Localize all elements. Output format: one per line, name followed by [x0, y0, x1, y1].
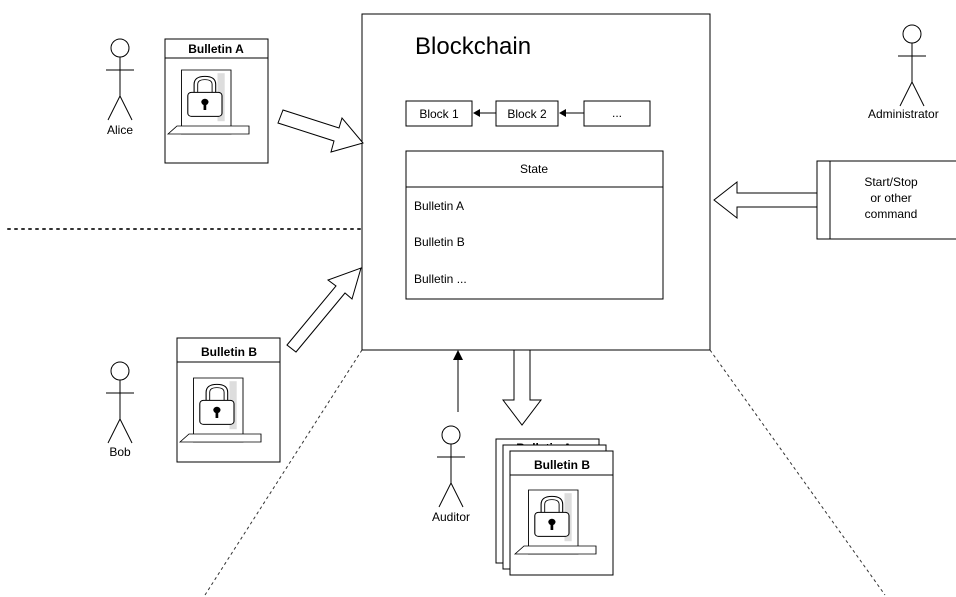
bulletin-a-title: Bulletin A — [188, 42, 244, 56]
left-dashed-guide — [204, 349, 363, 596]
command-line-2: or other — [870, 191, 911, 205]
blockchain-title: Blockchain — [415, 33, 531, 60]
alice-submit-arrow — [277, 109, 364, 153]
command-box — [816, 160, 956, 240]
block-2-label: Block 2 — [507, 107, 547, 121]
administrator-actor — [897, 24, 927, 107]
command-arrow — [713, 180, 818, 220]
state-header: State — [520, 162, 548, 176]
auditor-label: Auditor — [432, 510, 470, 524]
alice-actor — [105, 38, 135, 121]
bob-submit-arrow — [286, 267, 362, 353]
right-dashed-guide — [709, 349, 886, 596]
bob-actor — [105, 361, 135, 444]
auditor-actor — [436, 425, 466, 508]
command-line-3: command — [865, 207, 918, 221]
bulletin-stack-front-title: Bulletin B — [534, 458, 590, 472]
block-1 — [405, 100, 473, 127]
state-row-2: Bulletin B — [414, 235, 465, 249]
bulletin-b-title: Bulletin B — [201, 345, 257, 359]
alice-label: Alice — [107, 123, 133, 137]
block-more-label: ... — [612, 106, 622, 120]
state-row-3: Bulletin ... — [414, 272, 467, 286]
state-table — [405, 150, 664, 300]
command-line-1: Start/Stop — [864, 175, 918, 189]
publish-arrow — [501, 349, 543, 426]
bob-label: Bob — [109, 445, 131, 459]
block-1-label: Block 1 — [419, 107, 459, 121]
administrator-label: Administrator — [868, 107, 939, 121]
state-row-1: Bulletin A — [414, 199, 464, 213]
